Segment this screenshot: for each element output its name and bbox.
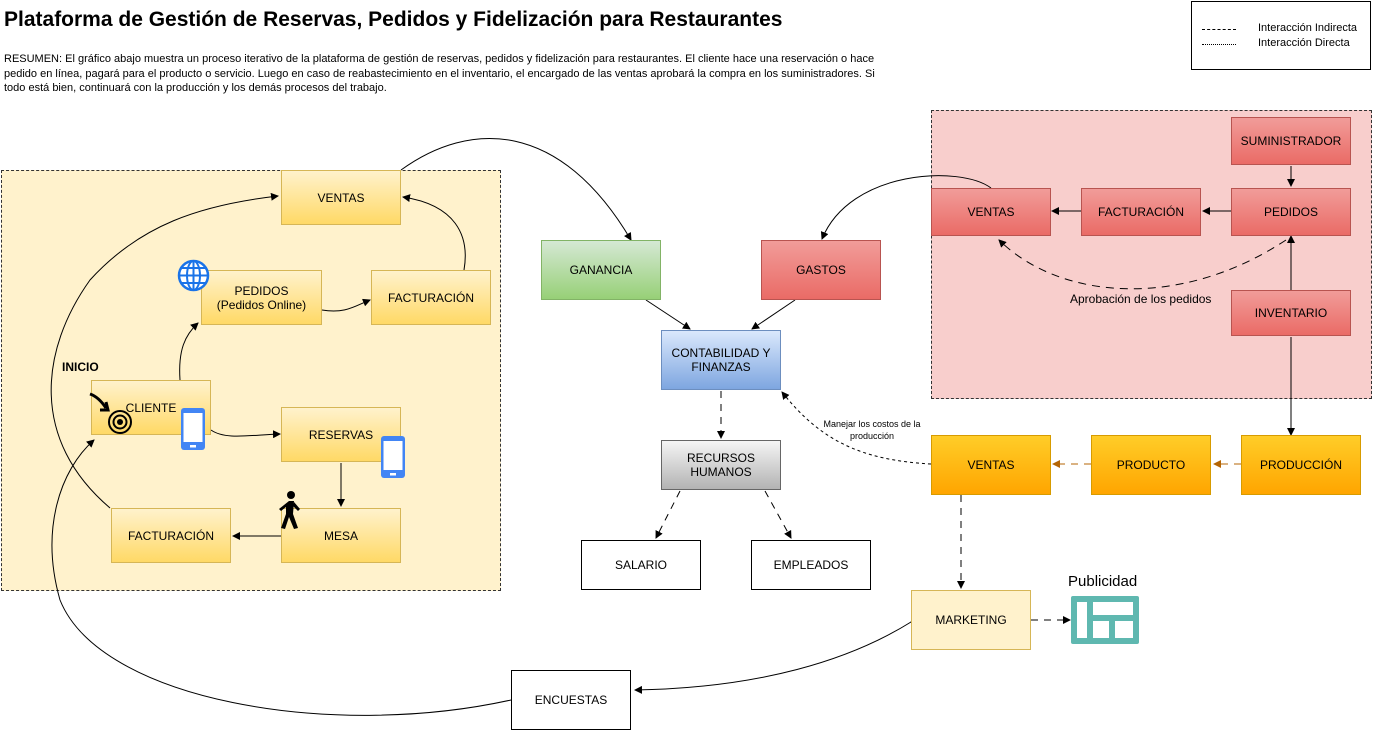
node-facturacion-top[interactable]: FACTURACIÓN [371,270,491,325]
edge-gastos-contabilidad [751,299,796,330]
legend-indirect: Interacción Indirecta [1192,22,1370,36]
node-facturacion-supply[interactable]: FACTURACIÓN [1081,188,1201,236]
edge-ventas-gastos [820,175,992,240]
node-ventas-supply[interactable]: VENTAS [931,188,1051,236]
edge-marketing-encuestas [634,614,920,694]
publicidad-label: Publicidad [1068,573,1138,590]
node-ganancia[interactable]: GANANCIA [541,240,661,300]
legend-direct: Interacción Directa [1192,37,1370,51]
phone-icon [181,408,205,450]
pedidos-sub-label: (Pedidos Online) [216,297,307,312]
legend-direct-label: Interacción Directa [1258,37,1350,49]
approval-label: Aprobación de los pedidos [1070,292,1212,306]
node-marketing[interactable]: MARKETING [911,590,1031,650]
legend: Interacción Indirecta Interacción Direct… [1191,1,1371,70]
node-encuestas[interactable]: ENCUESTAS [511,670,631,730]
node-mesa[interactable]: MESA [281,508,401,563]
node-salario[interactable]: SALARIO [581,540,701,590]
edge-facturacion-ventas [402,194,466,271]
node-pedidos[interactable]: PEDIDOS (Pedidos Online) [201,270,322,325]
edge-ventas-contabilidad [781,391,932,465]
node-rrhh[interactable]: RECURSOS HUMANOS [661,440,781,490]
edge-encuestas-cliente [51,439,512,716]
edge-cliente-reservas [210,429,281,439]
edge-cliente-pedidos [179,322,199,381]
node-produccion[interactable]: PRODUCCIÓN [1241,435,1361,495]
edge-rrhh-empleados [764,490,792,539]
node-producto[interactable]: PRODUCTO [1091,435,1211,495]
node-contabilidad[interactable]: CONTABILIDAD Y FINANZAS [661,330,781,390]
node-facturacion-bottom[interactable]: FACTURACIÓN [111,508,231,563]
summary-text: RESUMEN: El gráfico abajo muestra un pro… [4,53,875,94]
node-ventas-client[interactable]: VENTAS [281,170,401,225]
node-empleados[interactable]: EMPLEADOS [751,540,871,590]
globe-icon [177,259,210,292]
billboard-icon [1071,596,1139,644]
node-ventas-production[interactable]: VENTAS [931,435,1051,495]
edge-ganancia-contabilidad [645,299,691,330]
phone-icon [381,436,405,478]
legend-indirect-label: Interacción Indirecta [1258,22,1358,34]
edge-ventas-ganancia [400,137,632,241]
costs-label: Manejar los costos de la producción [823,419,921,441]
edge-approval [998,239,1287,290]
start-label: INICIO [62,360,99,374]
diagram-title: Plataforma de Gestión de Reservas, Pedid… [4,8,783,31]
client-region [1,170,501,591]
pedidos-label: PEDIDOS [234,283,289,298]
node-gastos[interactable]: GASTOS [761,240,881,300]
target-icon [89,392,132,434]
edge-pedidos-facturacion [321,298,371,312]
walking-person-icon [279,491,300,529]
node-pedidos-supply[interactable]: PEDIDOS [1231,188,1351,236]
cliente-label: CLIENTE [125,401,177,415]
dotted-line-swatch [1202,44,1236,45]
edge-facturacion-ventas-loop [50,192,279,509]
node-inventario[interactable]: INVENTARIO [1231,290,1351,336]
dashed-line-swatch [1202,29,1236,30]
edge-rrhh-salario [655,490,681,539]
node-suministrador[interactable]: SUMINISTRADOR [1231,117,1351,165]
